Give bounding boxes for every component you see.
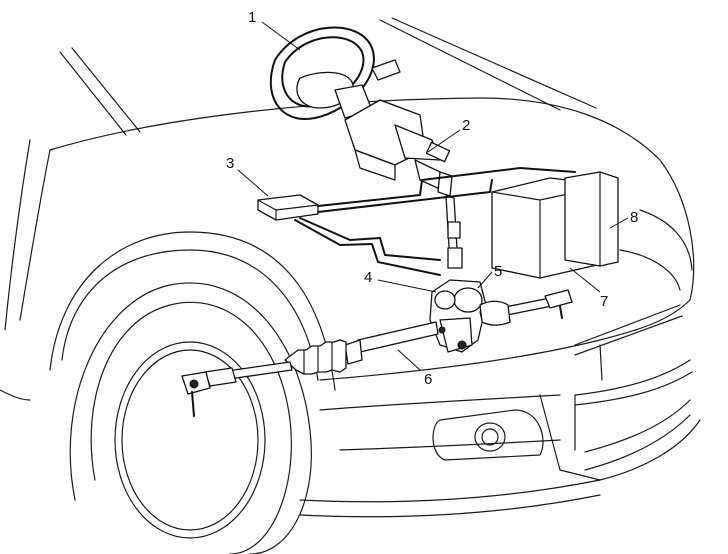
callout-2: 2: [462, 117, 470, 134]
wiring-harness: [294, 167, 576, 276]
vehicle-body: [0, 17, 701, 518]
eps-controller: [257, 194, 319, 221]
callout-1: 1: [248, 9, 256, 26]
front-tire: [69, 282, 312, 554]
steering-rack: [181, 289, 573, 417]
callout-4: 4: [364, 269, 372, 286]
callout-3: 3: [226, 155, 234, 172]
callout-7: 7: [600, 293, 608, 310]
steering-column: [344, 99, 463, 269]
callout-8: 8: [630, 209, 638, 226]
relay-box: [564, 171, 619, 267]
leader-lines: [237, 21, 629, 371]
callout-6: 6: [424, 371, 432, 388]
steering-wheel: [269, 26, 401, 121]
callout-labels: 1 2 3 4 5 6 7 8: [226, 9, 638, 388]
steering-gear-motor: [429, 279, 487, 353]
callout-5: 5: [494, 263, 502, 280]
